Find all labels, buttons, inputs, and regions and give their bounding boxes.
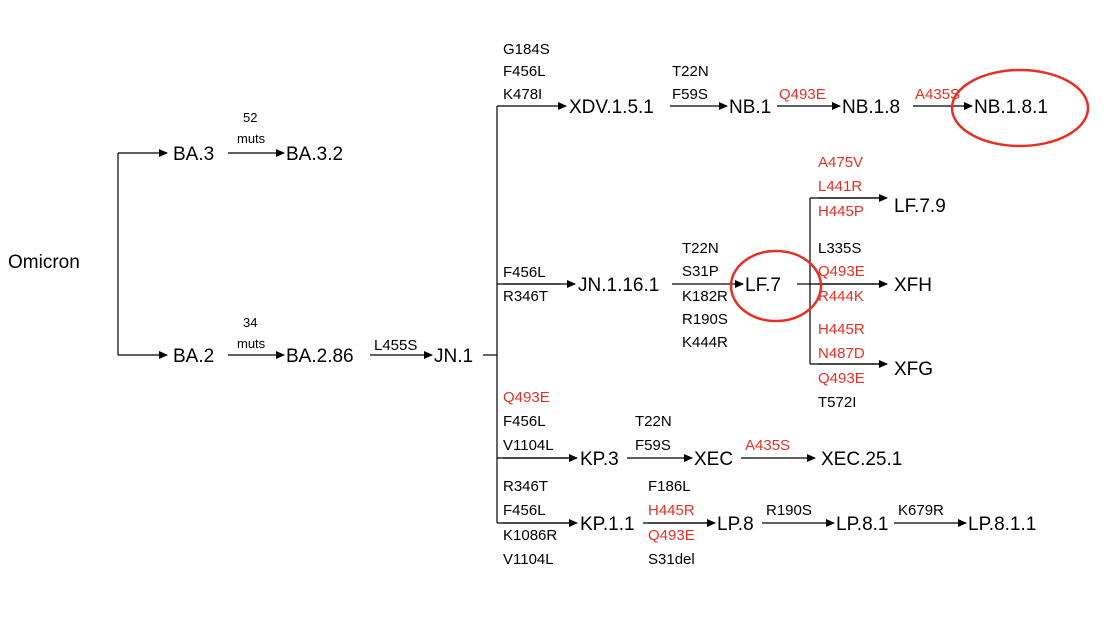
node-omicron: Omicron [8, 252, 80, 273]
node-ba286: BA.2.86 [286, 346, 354, 367]
mut-xdv-2: K478I [503, 86, 542, 103]
mut-xfg-2: Q493E [818, 370, 865, 387]
node-xfg: XFG [894, 359, 933, 380]
lineage-nodes: Omicron BA.3 BA.3.2 BA.2 BA.2.86 JN.1 XD… [8, 97, 1048, 535]
node-lp81: LP.8.1 [836, 514, 888, 535]
mut-lp81: R190S [766, 502, 812, 519]
node-lf7: LF.7 [745, 275, 781, 296]
mut-jn1161-1: R346T [503, 288, 548, 305]
label-rules [503, 197, 880, 524]
node-lp811: LP.8.1.1 [968, 514, 1036, 535]
mut-jn1161-0: F456L [503, 264, 546, 281]
mut-xfg-3: T572I [818, 394, 856, 411]
node-ba32: BA.3.2 [286, 144, 343, 165]
mut-lf7-1: S31P [682, 263, 719, 280]
mut-kp3-1: F456L [503, 413, 546, 430]
node-lf79: LF.7.9 [894, 196, 946, 217]
ba2-muts-count: 34 [243, 315, 257, 330]
node-ba3: BA.3 [173, 144, 214, 165]
mut-xdv-0: G184S [503, 41, 550, 58]
mut-kp11-3: V1104L [503, 551, 554, 568]
mut-kp11-2: K1086R [503, 527, 557, 544]
mut-lf79-2: H445P [818, 203, 864, 220]
mut-lf79-1: L441R [818, 178, 862, 195]
mut-lf7-4: K444R [682, 334, 728, 351]
mut-xfh-0: L335S [818, 240, 861, 257]
mut-lf7-0: T22N [682, 240, 719, 257]
mut-xdv-1: F456L [503, 63, 546, 80]
mut-xfh-2: R444K [818, 288, 864, 305]
node-xec251: XEC.25.1 [821, 449, 902, 470]
mut-xec251: A435S [745, 437, 790, 454]
mut-xec-0: T22N [635, 413, 672, 430]
node-jn1: JN.1 [434, 346, 473, 367]
node-xfh: XFH [894, 275, 932, 296]
mut-kp11-0: R346T [503, 478, 548, 495]
ba3-muts-word: muts [237, 131, 266, 146]
mutation-labels: 52 muts 34 muts L455S G184S F456L K478I … [237, 41, 960, 568]
node-kp3: KP.3 [580, 449, 619, 470]
ba3-muts-count: 52 [243, 110, 257, 125]
mut-lf7-2: K182R [682, 288, 728, 305]
mut-nb1-0: T22N [672, 63, 709, 80]
node-nb181: NB.1.8.1 [974, 97, 1048, 118]
mut-xfg-1: N487D [818, 345, 865, 362]
mut-kp3-2: V1104L [503, 437, 554, 454]
mut-lp8-3: S31del [648, 551, 695, 568]
highlight-lf7 [729, 249, 823, 323]
mut-lf79-0: A475V [818, 154, 863, 171]
node-nb1: NB.1 [729, 97, 771, 118]
mut-xec-1: F59S [635, 437, 671, 454]
mut-nb181: A435S [915, 86, 960, 103]
node-lp8: LP.8 [717, 514, 754, 535]
mut-lp811: K679R [898, 502, 944, 519]
mut-kp3-0: Q493E [503, 389, 550, 406]
mut-lf7-3: R190S [682, 311, 728, 328]
mut-kp11-1: F456L [503, 502, 546, 519]
highlight-nb181 [950, 68, 1090, 148]
mut-lp8-1: H445R [648, 502, 695, 519]
highlights [729, 68, 1090, 323]
mut-nb18: Q493E [779, 86, 826, 103]
node-kp11: KP.1.1 [580, 514, 635, 535]
mut-nb1-1: F59S [672, 86, 708, 103]
mut-lp8-2: Q493E [648, 527, 695, 544]
node-xdv151: XDV.1.5.1 [569, 97, 654, 118]
mut-l455s: L455S [374, 337, 417, 354]
ba2-muts-word: muts [237, 336, 266, 351]
mut-xfh-1: Q493E [818, 263, 865, 280]
mut-lp8-0: F186L [648, 478, 691, 495]
mut-xfg-0: H445R [818, 321, 865, 338]
node-ba2: BA.2 [173, 346, 214, 367]
node-nb18: NB.1.8 [842, 97, 900, 118]
node-jn1161: JN.1.16.1 [578, 275, 659, 296]
node-xec: XEC [694, 449, 733, 470]
